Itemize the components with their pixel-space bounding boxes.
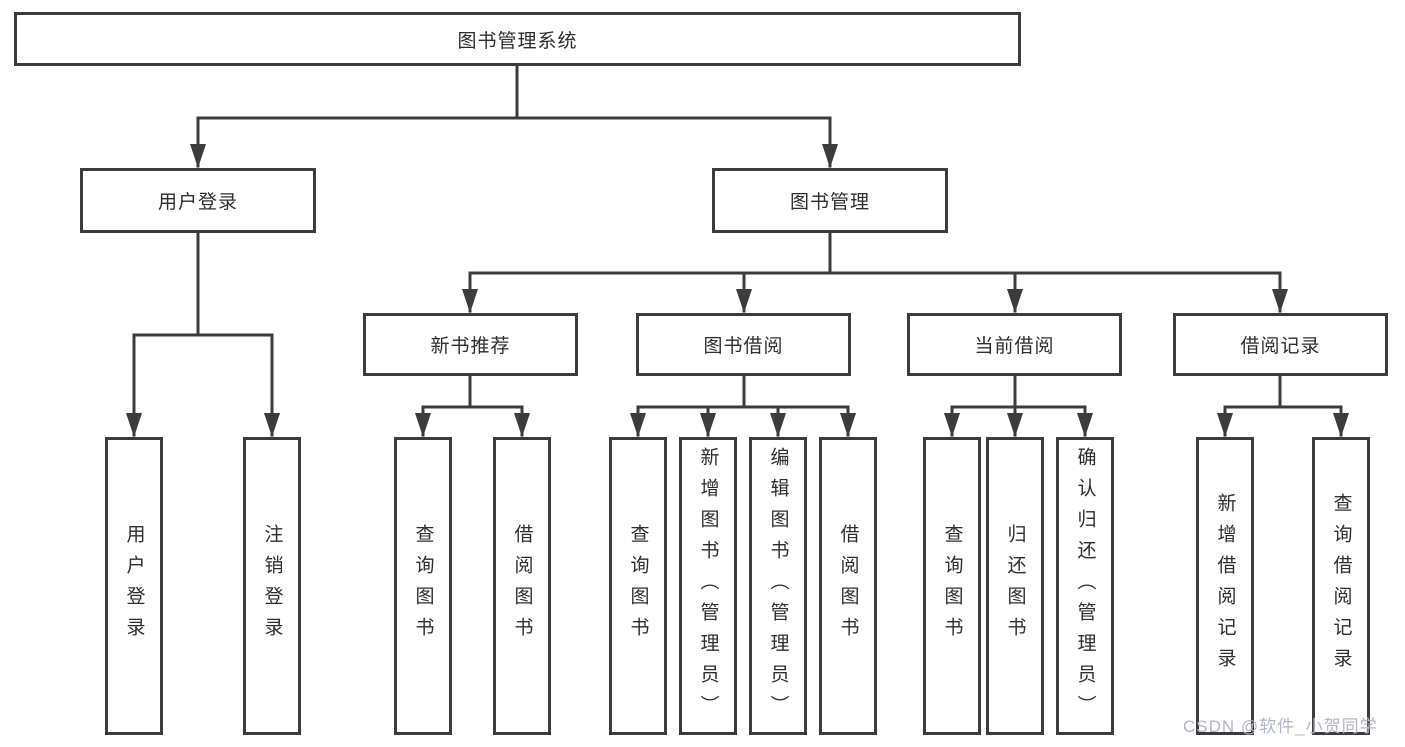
node-borrowing-records: 借阅记录 [1173, 313, 1388, 376]
node-label: 用户登录 [157, 192, 238, 213]
node-current-borrowing: 当前借阅 [907, 313, 1122, 376]
node-label: 查询图书 [412, 524, 434, 648]
arrow-down-icon [514, 413, 530, 437]
node-book-borrowing: 图书借阅 [636, 313, 851, 376]
node-borrow-books-recommend: 借阅图书 [493, 437, 551, 735]
arrow-down-icon [1007, 413, 1023, 437]
node-label: 图书管理 [789, 192, 870, 213]
node-logout-login: 注销登录 [243, 437, 301, 735]
arrow-down-icon [700, 413, 716, 437]
node-query-borrow-record: 查询借阅记录 [1312, 437, 1370, 735]
arrow-down-icon [1272, 289, 1288, 313]
arrow-down-icon [264, 413, 280, 437]
node-user-login-branch: 用户登录 [80, 168, 316, 233]
node-query-books-recommend: 查询图书 [394, 437, 452, 735]
arrow-down-icon [126, 413, 142, 437]
node-label: 当前借阅 [974, 336, 1055, 357]
node-edit-books-admin: 编辑图书（管理员） [749, 437, 807, 735]
node-root: 图书管理系统 [14, 12, 1021, 66]
node-label: 用户登录 [123, 524, 145, 648]
arrow-down-icon [630, 413, 646, 437]
node-query-books-borrowing: 查询图书 [609, 437, 667, 735]
node-label: 编辑图书（管理员） [767, 446, 789, 726]
node-add-borrow-record: 新增借阅记录 [1196, 437, 1254, 735]
node-label: 查询图书 [941, 524, 963, 648]
node-label: 归还图书 [1004, 524, 1026, 648]
node-label: 借阅图书 [511, 524, 533, 648]
arrow-down-icon [770, 413, 786, 437]
arrow-down-icon [462, 289, 478, 313]
tree-edges [132, 64, 1343, 437]
node-label: 借阅图书 [837, 524, 859, 648]
arrow-down-icon [840, 413, 856, 437]
arrow-down-icon [1333, 413, 1349, 437]
node-label: 新增借阅记录 [1214, 493, 1236, 679]
arrow-down-icon [415, 413, 431, 437]
csdn-watermark: CSDN @软件_小贺同学 [1183, 717, 1378, 736]
node-book-management: 图书管理 [712, 168, 948, 233]
node-add-books-admin: 新增图书（管理员） [679, 437, 737, 735]
arrow-down-icon [1077, 413, 1093, 437]
arrow-down-icon [190, 144, 206, 168]
node-root-label: 图书管理系统 [457, 30, 578, 52]
node-label: 查询图书 [627, 524, 649, 648]
node-user-login: 用户登录 [105, 437, 163, 735]
node-label: 图书借阅 [703, 336, 784, 357]
node-label: 借阅记录 [1240, 336, 1321, 357]
arrow-down-icon [944, 413, 960, 437]
node-label: 确认归还（管理员） [1074, 446, 1096, 726]
arrowhead-icons [126, 144, 1349, 437]
node-confirm-return-admin: 确认归还（管理员） [1056, 437, 1114, 735]
node-label: 注销登录 [261, 524, 283, 648]
arrow-down-icon [1007, 289, 1023, 313]
arrow-down-icon [736, 289, 752, 313]
node-label: 查询借阅记录 [1330, 493, 1352, 679]
node-query-books-current: 查询图书 [923, 437, 981, 735]
node-label: 新书推荐 [430, 336, 511, 357]
node-new-book-recommend: 新书推荐 [363, 313, 578, 376]
arrow-down-icon [822, 144, 838, 168]
arrow-down-icon [1217, 413, 1233, 437]
node-label: 新增图书（管理员） [697, 446, 719, 726]
node-borrow-books: 借阅图书 [819, 437, 877, 735]
node-return-books: 归还图书 [986, 437, 1044, 735]
